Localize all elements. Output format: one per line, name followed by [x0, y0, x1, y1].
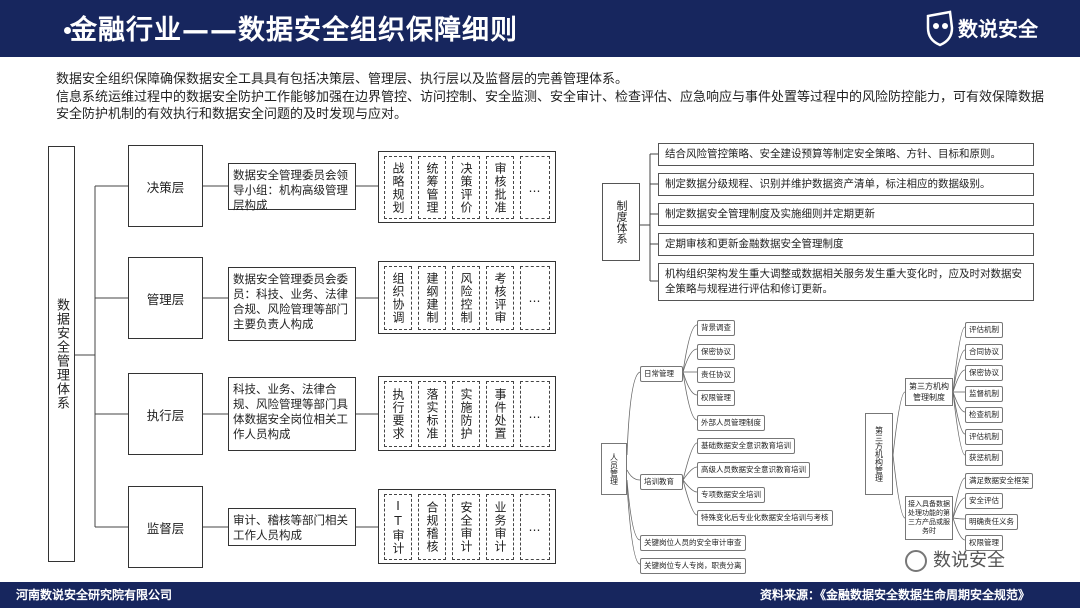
duty-item: 风险控制	[452, 266, 480, 330]
header-bar	[0, 0, 1080, 57]
intro-paragraph-2: 信息系统运维过程中的数据安全防护工作能够加强在边界管控、访问控制、安全监测、安全…	[56, 89, 1045, 123]
intro-text: 数据安全组织保障确保数据安全工具具有包括决策层、管理层、执行层以及监督层的完善管…	[56, 71, 1056, 124]
duty-item: 执行要求	[384, 381, 412, 447]
training-item: 特殊变化后专业化数据安全培训与考核	[697, 510, 833, 526]
bullet-dot	[64, 27, 71, 34]
third-party-root-label: 第三方机构管理	[874, 426, 884, 482]
footer-source: 资料来源：《金融数据安全数据生命周期安全规范》	[760, 588, 1031, 602]
level-supervision-items: IT审计 合规稽核 安全审计 业务审计 …	[378, 489, 556, 564]
level-decision-label: 决策层	[146, 179, 185, 195]
duty-item: 考核评审	[486, 266, 514, 330]
daily-item: 背景调查	[697, 320, 735, 336]
intro-paragraph-1: 数据安全组织保障确保数据安全工具具有包括决策层、管理层、执行层以及监督层的完善管…	[56, 72, 629, 87]
level-supervision-desc: 审计、稽核等部门相关工作人员构成	[228, 508, 356, 546]
daily-item: 外部人员管理制度	[697, 415, 765, 431]
level-decision-items: 战略规划 统筹管理 决策评价 审核批准 …	[378, 151, 556, 223]
level-decision-desc: 数据安全管理委员会领导小组：机构高级管理层构成	[228, 163, 356, 212]
level-supervision: 监督层	[128, 486, 203, 568]
third-party-system-item: 评估机制	[965, 322, 1003, 338]
rules-root-label: 制度体系	[615, 200, 628, 244]
training-item: 基础数据安全意识教育培训	[697, 438, 795, 454]
duty-item: 统筹管理	[418, 156, 446, 219]
level-management-items: 组织协调 建纲建制 风险控制 考核评审 …	[378, 261, 556, 334]
rule-item-1: 结合风险管控策略、安全建设预算等制定安全策略、方针、目标和原则。	[658, 143, 1034, 166]
level-decision: 决策层	[128, 145, 203, 227]
footer-bar	[0, 582, 1080, 608]
personnel-root-label: 人员管理	[609, 453, 619, 485]
wechat-icon	[905, 550, 927, 572]
duty-item: 业务审计	[486, 494, 514, 560]
duty-item: 合规稽核	[418, 494, 446, 560]
personnel-other: 关键岗位人员的安全审计审查	[640, 535, 746, 551]
rule-item-3: 制定数据安全管理制度及实施细则并定期更新	[658, 203, 1034, 226]
duty-item: IT审计	[384, 494, 412, 560]
duty-item: 组织协调	[384, 266, 412, 330]
third-party-access: 接入具备数据处理功能的第三方产品或服务时	[905, 496, 953, 540]
watermark-text: 数说安全	[905, 546, 1005, 572]
duty-item-more: …	[520, 381, 550, 447]
watermark-label: 数说安全	[933, 550, 1005, 571]
personnel-daily: 日常管理	[640, 366, 683, 382]
page-title: 金融行业——数据安全组织保障细则	[70, 15, 518, 46]
level-execution-items: 执行要求 落实标准 实施防护 事件处置 …	[378, 376, 556, 451]
duty-item: 决策评价	[452, 156, 480, 219]
daily-item: 权限管理	[697, 390, 735, 406]
personnel-other: 关键岗位专人专岗，职责分离	[640, 558, 746, 574]
daily-item: 责任协议	[697, 367, 735, 383]
daily-item: 保密协议	[697, 344, 735, 360]
personnel-root: 人员管理	[601, 443, 627, 495]
third-party-system: 第三方机构管理制度	[905, 378, 953, 406]
third-party-system-item: 合同协议	[965, 344, 1003, 360]
duty-item: 事件处置	[486, 381, 514, 447]
third-party-access-item: 明确责任义务	[965, 514, 1018, 530]
third-party-access-item: 满足数据安全框架	[965, 473, 1033, 489]
level-management: 管理层	[128, 257, 203, 339]
training-item: 专项数据安全培训	[697, 487, 765, 503]
rule-item-2: 制定数据分级规程、识别并维护数据资产清单，标注相应的数据级别。	[658, 173, 1034, 196]
duty-item: 落实标准	[418, 381, 446, 447]
duty-item: 建纲建制	[418, 266, 446, 330]
rule-item-4: 定期审核和更新金融数据安全管理制度	[658, 233, 1034, 256]
duty-item-more: …	[520, 266, 550, 330]
rule-item-5: 机构组织架构发生重大调整或数据相关服务发生重大变化时，应及时对数据安全策略与规程…	[658, 263, 1034, 301]
duty-item-more: …	[520, 494, 550, 560]
third-party-system-item: 保密协议	[965, 365, 1003, 381]
duty-item: 实施防护	[452, 381, 480, 447]
level-execution-desc: 科技、业务、法律合规、风险管理等部门具体数据安全岗位相关工作人员构成	[228, 377, 356, 451]
duty-item: 审核批准	[486, 156, 514, 219]
third-party-system-item: 获惩机制	[965, 450, 1003, 466]
footer-company: 河南数说安全研究院有限公司	[16, 588, 173, 602]
personnel-training: 培训教育	[640, 474, 683, 490]
third-party-access-item: 安全评估	[965, 493, 1003, 509]
third-party-root: 第三方机构管理	[865, 413, 893, 495]
system-root-label: 数据安全管理体系	[54, 298, 69, 410]
third-party-system-item: 评估机制	[965, 429, 1003, 445]
level-management-label: 管理层	[146, 291, 185, 307]
duty-item-more: …	[520, 156, 550, 219]
duty-item: 战略规划	[384, 156, 412, 219]
level-management-desc: 数据安全管理委员会委员：科技、业务、法律合规、风险管理等部门主要负责人构成	[228, 267, 356, 341]
level-supervision-label: 监督层	[146, 520, 185, 536]
logo-text: 数说安全	[958, 17, 1038, 41]
level-execution: 执行层	[128, 373, 203, 455]
third-party-access-item: 权限管理	[965, 535, 1003, 551]
third-party-system-item: 监督机制	[965, 386, 1003, 402]
level-execution-label: 执行层	[146, 407, 185, 423]
rules-root: 制度体系	[602, 183, 640, 261]
system-root-box: 数据安全管理体系	[48, 146, 75, 562]
third-party-system-item: 检查机制	[965, 407, 1003, 423]
logo-icon	[926, 10, 954, 47]
training-item: 高级人员数据安全意识教育培训	[697, 462, 810, 478]
duty-item: 安全审计	[452, 494, 480, 560]
